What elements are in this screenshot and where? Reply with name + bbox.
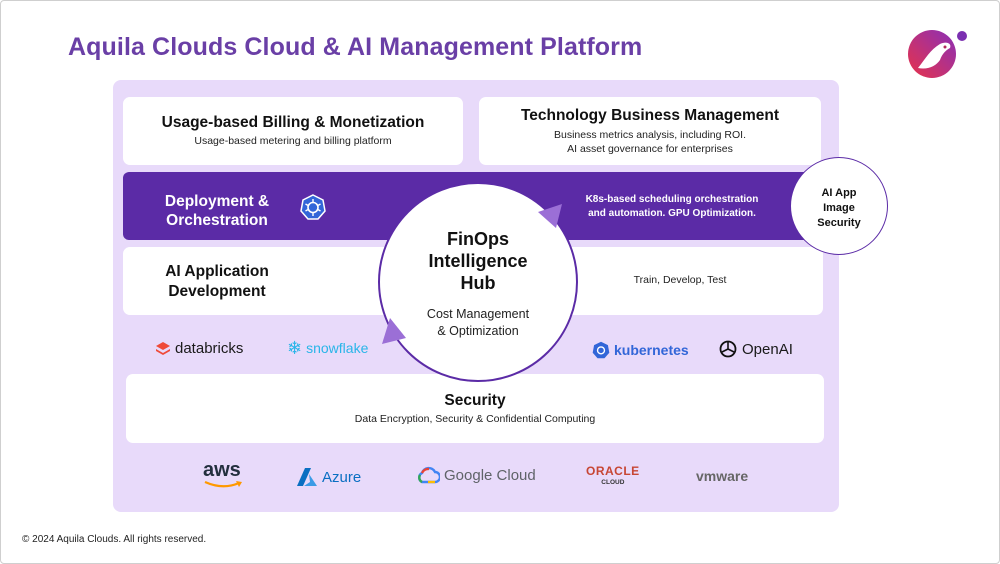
hub-title-line1: FinOps xyxy=(447,229,509,249)
tbm-title: Technology Business Management xyxy=(520,106,780,124)
vmware-logo: vmware xyxy=(696,468,748,484)
openai-icon xyxy=(719,340,737,358)
oracle-sub-label: CLOUD xyxy=(601,479,625,486)
oracle-label: ORACLE xyxy=(586,464,640,478)
page-title: Aquila Clouds Cloud & AI Management Plat… xyxy=(68,33,643,61)
deployment-title-line1: Deployment & xyxy=(164,193,270,210)
deployment-description: K8s-based scheduling orchestration and a… xyxy=(572,193,772,221)
ai-security-circle xyxy=(790,157,888,255)
security-card: Security Data Encryption, Security & Con… xyxy=(126,374,824,443)
aws-logo: aws xyxy=(203,460,243,489)
finops-hub-title: FinOps Intelligence Hub xyxy=(378,228,578,294)
oracle-logo: ORACLE CLOUD xyxy=(586,464,640,486)
finops-hub-circle xyxy=(378,182,578,382)
databricks-label: databricks xyxy=(175,340,244,357)
databricks-logo: databricks xyxy=(155,340,243,357)
databricks-icon xyxy=(156,341,170,355)
kubernetes-label: kubernetes xyxy=(614,342,689,358)
openai-label: OpenAI xyxy=(742,340,793,358)
hub-title-line3: Hub xyxy=(460,273,496,293)
finops-hub-subtitle: Cost Management & Optimization xyxy=(378,306,578,340)
ai-security-line1: AI App xyxy=(821,187,857,199)
azure-icon xyxy=(297,468,317,486)
hub-sub-line1: Cost Management xyxy=(426,307,530,321)
snowflake-logo: ❄ snowflake xyxy=(287,339,368,357)
billing-subtitle: Usage-based metering and billing platfor… xyxy=(194,135,392,147)
aidev-subtitle: Train, Develop, Test xyxy=(633,274,727,286)
google-cloud-logo: Google Cloud xyxy=(416,466,536,484)
deployment-desc-line1: K8s-based scheduling orchestration xyxy=(585,194,759,205)
azure-logo: Azure xyxy=(296,467,361,487)
aidev-title: AI Application Development xyxy=(142,262,292,302)
kubernetes-small-icon xyxy=(592,341,610,359)
aidev-title-line2: Development xyxy=(168,283,266,300)
azure-label: Azure xyxy=(322,468,362,486)
tbm-subtitle-1: Business metrics analysis, including ROI… xyxy=(554,128,746,141)
ai-security-line3: Security xyxy=(817,217,861,229)
kubernetes-icon xyxy=(300,194,326,220)
cycle-arrow-bottom-icon xyxy=(382,318,406,344)
copyright-footer: © 2024 Aquila Clouds. All rights reserve… xyxy=(22,534,207,545)
ai-security-label: AI App Image Security xyxy=(790,186,888,231)
kubernetes-logo: kubernetes xyxy=(592,341,689,359)
hub-sub-line2: & Optimization xyxy=(437,324,519,338)
deployment-title: Deployment & Orchestration xyxy=(142,192,292,230)
billing-title: Usage-based Billing & Monetization xyxy=(161,114,425,131)
snowflake-icon: ❄ xyxy=(287,338,303,358)
security-title: Security xyxy=(444,391,506,409)
google-cloud-label: Google Cloud xyxy=(444,466,536,484)
cycle-arrow-top-icon xyxy=(538,204,562,228)
aquila-logo xyxy=(908,30,967,78)
ai-security-line2: Image xyxy=(823,202,855,214)
aws-smile-icon xyxy=(204,480,242,488)
billing-card: Usage-based Billing & Monetization Usage… xyxy=(123,97,463,165)
aidev-title-line1: AI Application xyxy=(165,263,269,280)
hub-title-line2: Intelligence xyxy=(428,251,528,271)
openai-logo: OpenAI xyxy=(718,339,793,359)
tbm-subtitle-2: AI asset governance for enterprises xyxy=(567,142,733,155)
security-subtitle: Data Encryption, Security & Confidential… xyxy=(354,412,596,425)
vmware-label: vmware xyxy=(696,468,749,484)
deployment-desc-line2: and automation. GPU Optimization. xyxy=(588,208,756,219)
google-cloud-icon xyxy=(418,466,440,484)
aws-label: aws xyxy=(203,459,241,481)
deployment-title-line2: Orchestration xyxy=(166,212,268,229)
tbm-card: Technology Business Management Business … xyxy=(479,97,821,165)
snowflake-label: snowflake xyxy=(306,340,369,356)
